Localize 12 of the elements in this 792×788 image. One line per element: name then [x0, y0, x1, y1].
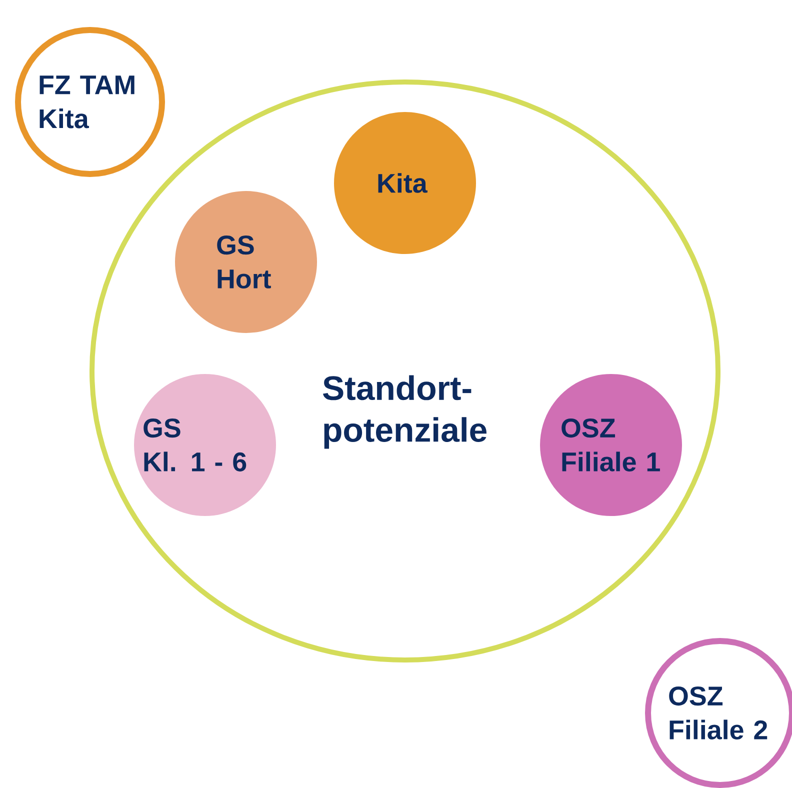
circle-node [15, 27, 165, 177]
node-label: GS Hort [217, 236, 271, 288]
node-label: FZ TAM Kita [40, 76, 134, 128]
circle-node [175, 191, 317, 333]
circle-node [134, 374, 276, 516]
circle-node [334, 112, 476, 254]
node-label: OSZ Filiale 2 [669, 686, 768, 740]
node-label: GS Kl. 1 - 6 [144, 418, 246, 472]
circle-node [540, 374, 682, 516]
node-label: Standort- potenziale [322, 375, 486, 449]
node-label: OSZ Filiale 1 [562, 418, 660, 472]
node-label: Kita [378, 173, 428, 193]
